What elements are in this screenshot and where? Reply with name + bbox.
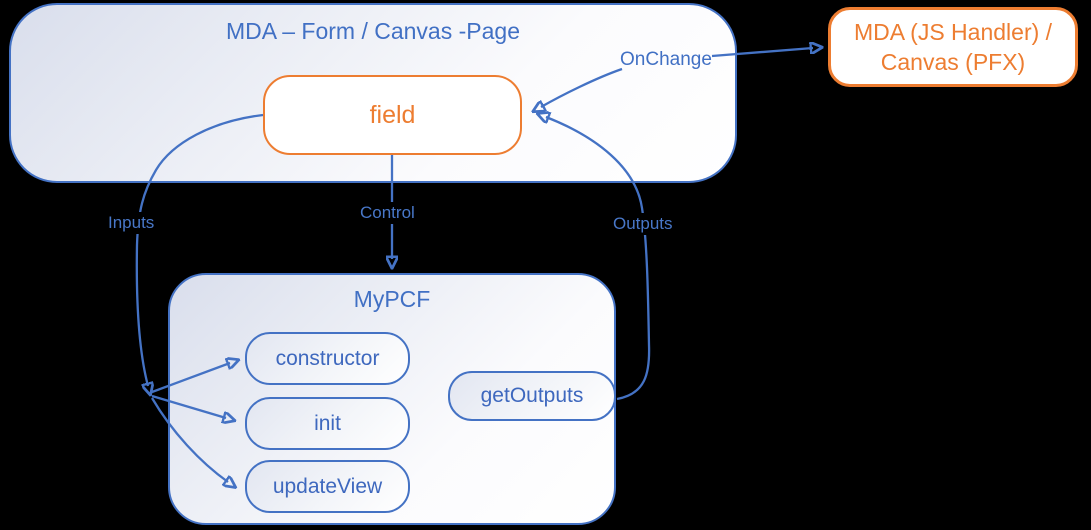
control-edge-label: Control [356, 202, 419, 224]
updateview-node: updateView [245, 460, 410, 513]
updateview-label: updateView [272, 474, 383, 498]
js-handler-node: MDA (JS Handler) / Canvas (PFX) [828, 7, 1078, 87]
field-label: field [369, 100, 416, 129]
getoutputs-label: getOutputs [480, 384, 584, 407]
constructor-node: constructor [245, 332, 410, 385]
js-handler-label-line1: MDA (JS Handler) / [853, 19, 1053, 45]
init-node: init [245, 397, 410, 450]
mda-page-title: MDA – Form / Canvas -Page [226, 18, 520, 44]
constructor-label: constructor [275, 346, 380, 370]
mypcf-title: MyPCF [353, 286, 431, 312]
field-node: field [263, 75, 522, 155]
outputs-edge-label: Outputs [609, 213, 677, 235]
js-handler-label-line2: Canvas (PFX) [880, 49, 1026, 75]
onchange-edge-label: OnChange [620, 49, 712, 70]
inputs-edge-label: Inputs [105, 212, 158, 234]
init-label: init [314, 411, 341, 435]
getoutputs-node: getOutputs [448, 371, 616, 421]
